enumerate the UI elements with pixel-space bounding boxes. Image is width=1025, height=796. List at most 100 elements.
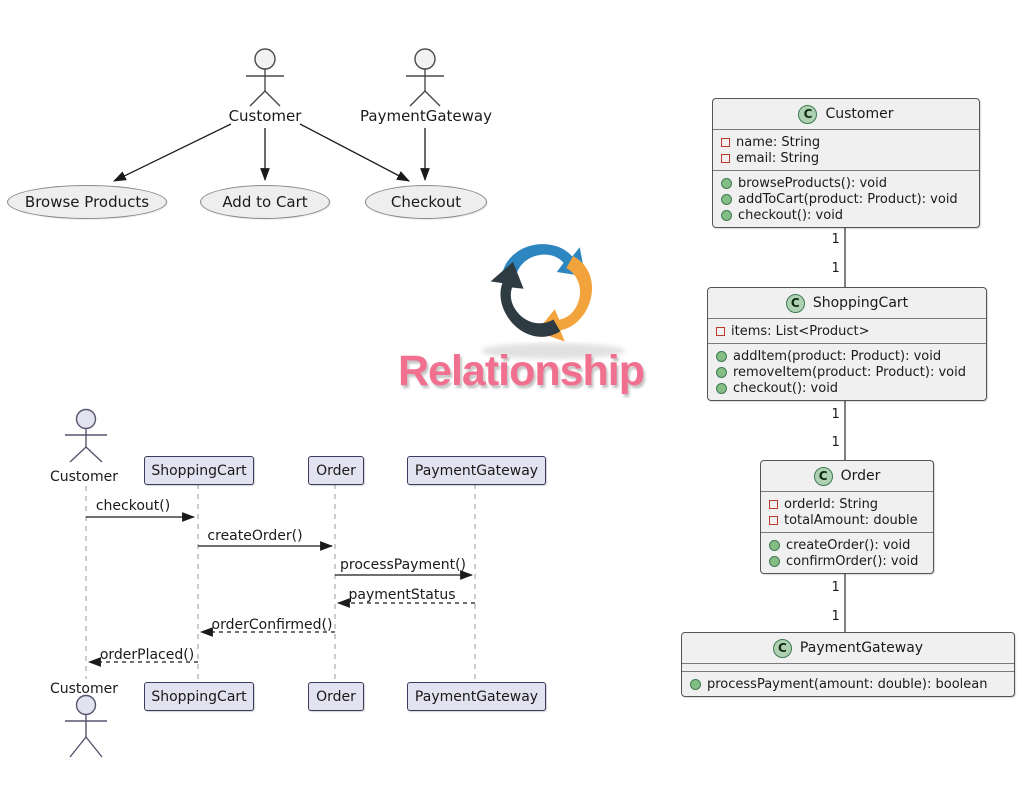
field-icon xyxy=(721,137,730,147)
participant-label: ShoppingCart xyxy=(151,462,247,479)
class-header: C Order xyxy=(761,461,933,492)
multiplicity-label: 1 xyxy=(831,609,840,624)
participant-paymentgateway-top: PaymentGateway xyxy=(407,456,546,485)
class-name: Order xyxy=(840,468,881,484)
attribute-text: items: List<Product> xyxy=(731,323,870,339)
sequence-actor-figure-top xyxy=(65,408,107,463)
class-header: C ShoppingCart xyxy=(708,288,986,319)
message-label-orderconfirmed: orderConfirmed() xyxy=(211,617,333,633)
method-text: addItem(product: Product): void xyxy=(733,348,942,364)
participant-order-bottom: Order xyxy=(308,682,364,711)
method-text: createOrder(): void xyxy=(786,537,911,553)
relationship-logo-text: Relationship xyxy=(397,347,645,395)
class-method: confirmOrder(): void xyxy=(761,553,933,569)
method-icon xyxy=(716,350,727,362)
usecase-checkout: Checkout xyxy=(365,185,487,219)
class-methods: processPayment(amount: double): boolean xyxy=(682,672,1014,696)
relationship-logo-icon xyxy=(490,244,593,342)
method-icon xyxy=(721,209,732,221)
class-method: addToCart(product: Product): void xyxy=(713,191,979,207)
class-box-order: C Order orderId: String totalAmount: dou… xyxy=(760,460,934,574)
participant-label: Order xyxy=(316,462,356,479)
attribute-text: totalAmount: double xyxy=(784,512,918,528)
usecase-actor-figure-paymentgateway xyxy=(406,48,444,107)
method-text: addToCart(product: Product): void xyxy=(738,191,958,207)
class-method: browseProducts(): void xyxy=(713,175,979,191)
attribute-text: name: String xyxy=(736,134,821,150)
class-attributes: orderId: String totalAmount: double xyxy=(761,492,933,533)
method-icon xyxy=(716,382,727,394)
logo-shadow xyxy=(481,343,625,359)
participant-order-top: Order xyxy=(308,456,364,485)
class-attributes: items: List<Product> xyxy=(708,319,986,344)
usecase-actor-figure-customer xyxy=(246,48,284,107)
message-label-createorder: createOrder() xyxy=(207,528,303,544)
method-icon xyxy=(690,678,701,690)
participant-shoppingcart-top: ShoppingCart xyxy=(144,456,254,485)
participant-label: PaymentGateway xyxy=(414,462,539,479)
usecase-association-arrows xyxy=(113,123,430,182)
participant-paymentgateway-bottom: PaymentGateway xyxy=(407,682,546,711)
usecase-actor-label-paymentgateway: PaymentGateway xyxy=(360,107,492,125)
field-icon xyxy=(721,153,730,163)
class-method: processPayment(amount: double): boolean xyxy=(682,676,1014,692)
participant-label: PaymentGateway xyxy=(414,688,539,705)
class-attribute: orderId: String xyxy=(761,496,933,512)
usecase-label: Add to Cart xyxy=(222,193,308,211)
class-method: checkout(): void xyxy=(708,380,986,396)
method-icon xyxy=(769,555,780,567)
class-box-paymentgateway: C PaymentGateway processPayment(amount: … xyxy=(681,632,1015,697)
usecase-label: Checkout xyxy=(390,193,462,211)
class-badge-icon: C xyxy=(813,466,833,486)
class-attribute: name: String xyxy=(713,134,979,150)
sequence-actor-figure-bottom xyxy=(65,694,107,758)
message-label-orderplaced: orderPlaced() xyxy=(99,647,195,663)
participant-label: Order xyxy=(316,688,356,705)
class-badge-icon: C xyxy=(772,638,792,658)
usecase-label: Browse Products xyxy=(24,193,150,211)
multiplicity-label: 1 xyxy=(831,435,840,450)
class-method: addItem(product: Product): void xyxy=(708,348,986,364)
class-attribute: totalAmount: double xyxy=(761,512,933,528)
logo-cycle-arrows xyxy=(490,244,593,342)
attribute-text: email: String xyxy=(736,150,820,166)
class-attribute: items: List<Product> xyxy=(708,323,986,339)
field-icon xyxy=(769,499,778,509)
class-header: C PaymentGateway xyxy=(682,633,1014,664)
class-header: C Customer xyxy=(713,99,979,130)
multiplicity-label: 1 xyxy=(831,232,840,247)
participant-label: ShoppingCart xyxy=(151,688,247,705)
method-icon xyxy=(721,177,732,189)
method-icon xyxy=(716,366,727,378)
usecase-add-to-cart: Add to Cart xyxy=(200,185,330,219)
class-methods: browseProducts(): void addToCart(product… xyxy=(713,171,979,227)
message-label-paymentstatus: paymentStatus xyxy=(348,587,456,603)
method-icon xyxy=(721,193,732,205)
class-method: checkout(): void xyxy=(713,207,979,223)
class-method: createOrder(): void xyxy=(761,537,933,553)
class-name: Customer xyxy=(825,106,894,122)
sequence-actor-label-bottom: Customer xyxy=(49,681,119,697)
class-attributes-empty xyxy=(682,664,1014,672)
method-text: confirmOrder(): void xyxy=(786,553,919,569)
class-badge-icon: C xyxy=(785,293,805,313)
method-icon xyxy=(769,539,780,551)
class-methods: addItem(product: Product): void removeIt… xyxy=(708,344,986,400)
multiplicity-label: 1 xyxy=(831,407,840,422)
class-attributes: name: String email: String xyxy=(713,130,979,171)
method-text: processPayment(amount: double): boolean xyxy=(707,676,988,692)
participant-shoppingcart-bottom: ShoppingCart xyxy=(144,682,254,711)
class-attribute: email: String xyxy=(713,150,979,166)
method-text: checkout(): void xyxy=(738,207,844,223)
class-name: ShoppingCart xyxy=(812,295,909,311)
class-box-shoppingcart: C ShoppingCart items: List<Product> addI… xyxy=(707,287,987,401)
class-methods: createOrder(): void confirmOrder(): void xyxy=(761,533,933,573)
attribute-text: orderId: String xyxy=(784,496,879,512)
sequence-message-arrows xyxy=(86,512,475,667)
usecase-browse-products: Browse Products xyxy=(7,185,167,219)
field-icon xyxy=(716,326,725,336)
multiplicity-label: 1 xyxy=(831,580,840,595)
multiplicity-label: 1 xyxy=(831,261,840,276)
